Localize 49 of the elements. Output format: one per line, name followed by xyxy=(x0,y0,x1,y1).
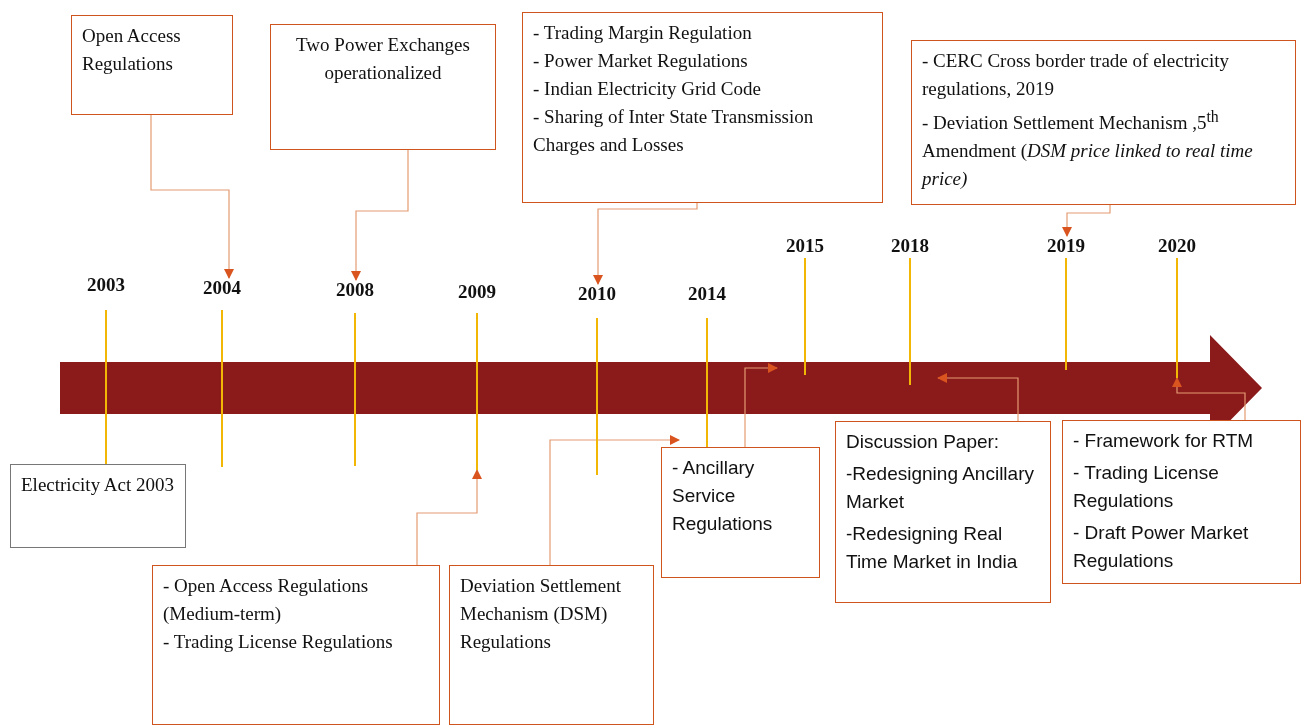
list-item: -Redesigning Ancillary Market xyxy=(846,462,1035,514)
arrow xyxy=(593,202,698,285)
list-item: - CERC Cross border trade of electricity regulations, 2019 xyxy=(922,49,1231,101)
year-label: 2020 xyxy=(1157,236,1197,256)
list-item: - Trading Margin Regulation xyxy=(533,21,753,45)
list-item: - Indian Electricity Grid Code xyxy=(533,77,762,101)
list-item: - Deviation Settlement Mechanism ,5$^{th}$ Amendment (DSM price linked to real time price) xyxy=(922,107,1254,192)
text-box xyxy=(911,40,1296,205)
list-item: - Trading License Regulations xyxy=(1073,461,1220,513)
year-label: 2015 xyxy=(785,236,825,256)
year-label: 2018 xyxy=(890,236,930,256)
arrow xyxy=(937,373,1019,422)
connector-line xyxy=(105,429,107,465)
list-item: - Power Market Regulations xyxy=(533,49,749,73)
box-text: - Ancillary Service Regulations xyxy=(672,456,774,536)
text-box xyxy=(152,565,440,725)
arrow xyxy=(549,435,680,566)
year-label: 2014 xyxy=(687,284,727,304)
arrow xyxy=(744,363,778,448)
list-item: Discussion Paper: xyxy=(846,430,1001,454)
year-label: 2010 xyxy=(577,284,617,304)
list-item: - Draft Power Market Regulations xyxy=(1073,521,1250,573)
text-box xyxy=(71,15,233,115)
arrow xyxy=(1062,204,1111,237)
list-item: - Open Access Regulations (Medium-term) xyxy=(163,574,370,626)
year-label: 2008 xyxy=(335,280,375,300)
text-box xyxy=(270,24,496,150)
box-text: Deviation Settlement Mechanism (DSM) Regulations xyxy=(460,574,622,654)
box-text: Two Power Exchanges operationalized xyxy=(295,33,471,85)
list-item: - Trading License Regulations xyxy=(163,630,394,654)
arrow xyxy=(416,469,482,566)
list-item: - Framework for RTM xyxy=(1073,429,1255,453)
text-box xyxy=(661,447,820,578)
year-label: 2004 xyxy=(202,278,242,298)
year-label: 2003 xyxy=(86,275,126,295)
arrow xyxy=(150,114,234,279)
text-box xyxy=(835,421,1051,603)
text-box xyxy=(1062,420,1301,584)
list-item: - Sharing of Inter State Transmission Charges and Losses xyxy=(533,105,815,157)
year-label: 2019 xyxy=(1046,236,1086,256)
box-text: Open Access Regulations xyxy=(82,24,182,76)
text-box xyxy=(449,565,654,725)
arrow xyxy=(1172,377,1246,421)
year-label: 2009 xyxy=(457,282,497,302)
text-box xyxy=(10,464,186,548)
box-text: Electricity Act 2003 xyxy=(21,473,175,497)
list-item: -Redesigning Real Time Market in India xyxy=(846,522,1019,574)
arrow xyxy=(351,149,409,281)
text-box xyxy=(522,12,883,203)
